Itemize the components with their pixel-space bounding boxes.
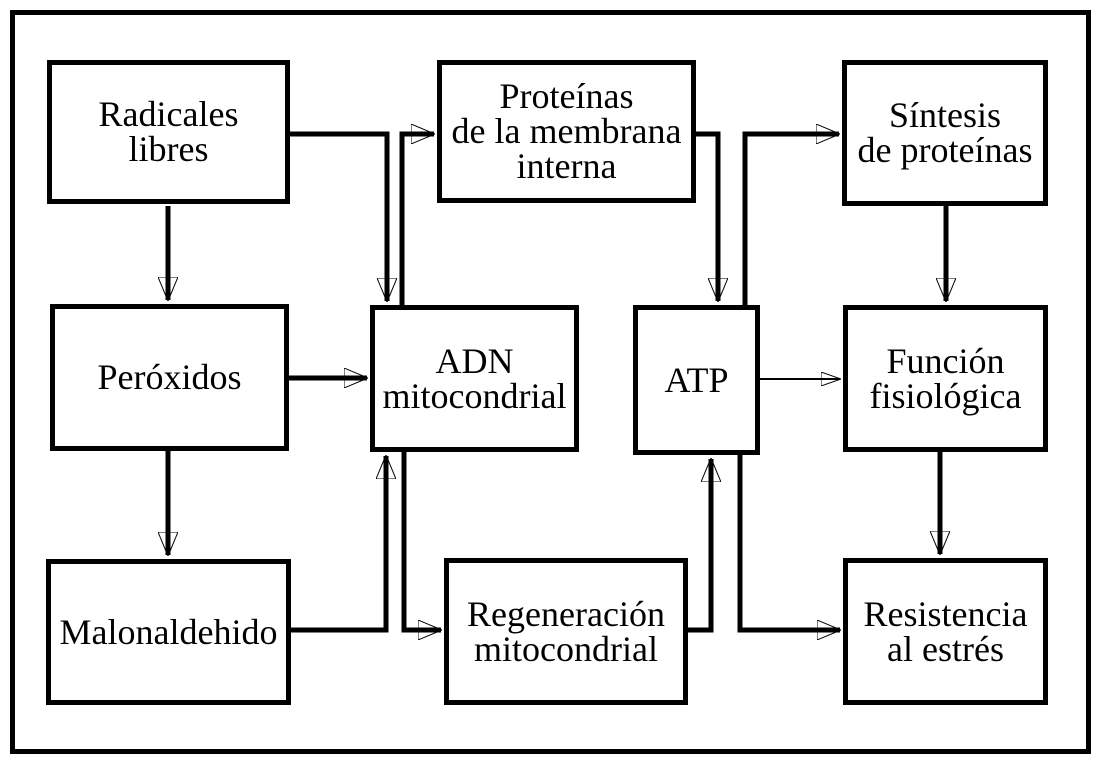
box-radicales-libres: Radicales libres bbox=[47, 60, 290, 204]
box-label-line: Función bbox=[886, 340, 1005, 381]
box-label-line: al estrés bbox=[887, 628, 1004, 669]
arrow-adn-to-proteinas bbox=[399, 134, 434, 307]
arrow-regeneracion-to-atp bbox=[687, 459, 711, 633]
box-label-line: Peróxidos bbox=[97, 357, 242, 397]
box-label-line: ADN bbox=[435, 340, 514, 381]
box-peroxidos: Peróxidos bbox=[50, 304, 289, 451]
box-label-line: ATP bbox=[664, 359, 729, 400]
box-atp: ATP bbox=[633, 305, 760, 455]
box-proteinas-membrana-interna: Proteínas de la membrana interna bbox=[437, 60, 696, 203]
box-label-line: mitocondrial bbox=[382, 375, 567, 416]
box-label-line: Resistencia bbox=[863, 593, 1028, 634]
box-label-line: libres bbox=[128, 129, 209, 169]
box-label-line: Proteínas bbox=[499, 76, 634, 116]
box-regeneracion-mitocondrial: Regeneración mitocondrial bbox=[444, 558, 688, 705]
arrow-adn-to-regeneracion bbox=[401, 452, 441, 630]
box-label-line: Radicales bbox=[98, 94, 239, 134]
box-label-line: de la membrana bbox=[451, 111, 682, 151]
arrow-atp-to-resistencia bbox=[737, 453, 840, 630]
diagram-border bbox=[10, 10, 1091, 754]
arrow-proteinas-to-atp bbox=[695, 131, 718, 301]
box-label-line: de proteínas bbox=[857, 130, 1033, 170]
box-funcion-fisiologica: Función fisiológica bbox=[843, 305, 1048, 452]
box-label-line: Malonaldehido bbox=[59, 611, 278, 652]
box-resistencia-al-estres: Resistencia al estrés bbox=[843, 558, 1048, 705]
box-label-line: Síntesis bbox=[888, 95, 1002, 135]
box-label-line: mitocondrial bbox=[474, 628, 658, 669]
box-label-line: Regeneración bbox=[467, 593, 665, 634]
box-adn-mitocondrial: ADN mitocondrial bbox=[370, 305, 579, 452]
arrow-atp-to-sintesis bbox=[742, 134, 839, 307]
box-malonaldehido: Malonaldehido bbox=[46, 559, 291, 705]
box-label-line: interna bbox=[516, 146, 617, 186]
box-sintesis-proteinas: Síntesis de proteínas bbox=[842, 60, 1048, 206]
box-label-line: fisiológica bbox=[869, 375, 1022, 416]
arrow-malonaldehido-to-adn bbox=[290, 456, 386, 633]
arrow-radicales-to-adn bbox=[289, 131, 387, 301]
